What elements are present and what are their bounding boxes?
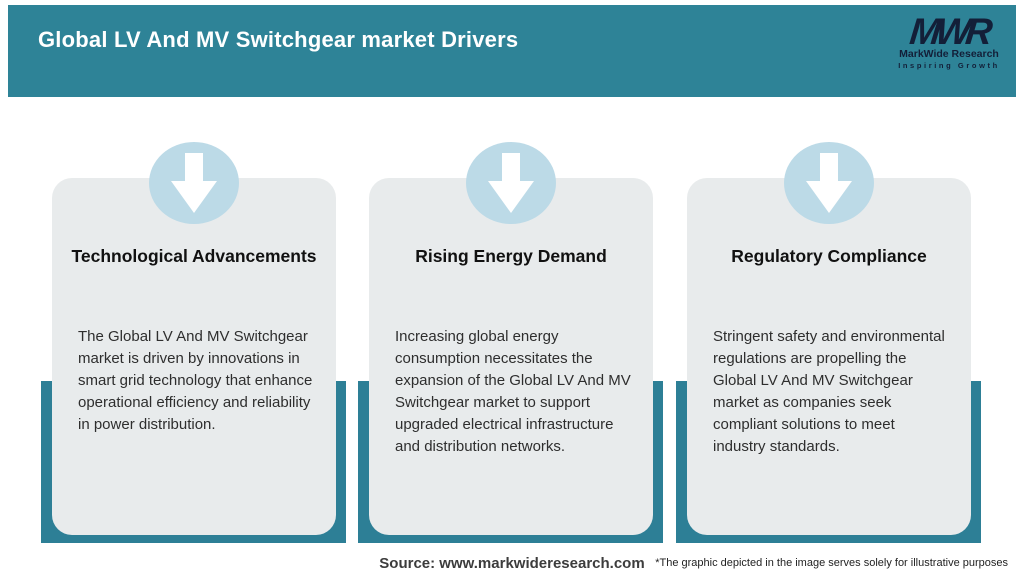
logo-tagline: Inspiring Growth (898, 61, 1000, 70)
down-arrow-icon (784, 142, 874, 224)
card-title: Technological Advancements (71, 246, 317, 266)
down-arrow-icon (466, 142, 556, 224)
driver-card-technological-advancements: Technological Advancements The Global LV… (41, 142, 346, 543)
card-body: Stringent safety and environmental regul… (713, 328, 945, 455)
driver-card-regulatory-compliance: Regulatory Compliance Stringent safety a… (676, 142, 981, 543)
page-title: Global LV And MV Switchgear market Drive… (38, 27, 519, 52)
logo-name: MarkWide Research (899, 48, 999, 60)
card-panel (687, 178, 971, 535)
driver-card-rising-energy-demand: Rising Energy Demand Increasing global e… (358, 142, 663, 543)
card-panel (52, 178, 336, 535)
card-panel (369, 178, 653, 535)
logo-monogram: MWR (908, 11, 990, 52)
markwide-research-logo: MWR MarkWide Research Inspiring Growth (894, 11, 1004, 70)
disclaimer-text: *The graphic depicted in the image serve… (655, 557, 1008, 569)
down-arrow-icon (149, 142, 239, 224)
source-text: Source: www.markwideresearch.com (379, 555, 645, 572)
card-title: Rising Energy Demand (415, 246, 607, 266)
card-body: The Global LV And MV Switchgear market i… (78, 328, 313, 433)
header-bar: Global LV And MV Switchgear market Drive… (8, 5, 1016, 97)
card-body: Increasing global energy consumption nec… (395, 328, 631, 455)
card-title: Regulatory Compliance (731, 246, 927, 266)
